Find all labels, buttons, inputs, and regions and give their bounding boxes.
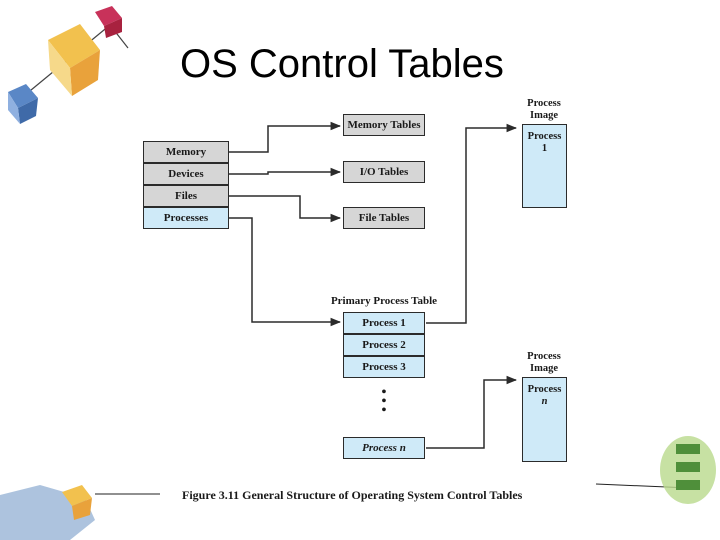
process-image-n-header-line1: Process (527, 351, 561, 362)
file-tables-box: File Tables (343, 207, 425, 229)
memory-cell: Memory (143, 141, 229, 163)
slide-title: OS Control Tables (180, 42, 504, 86)
devices-to-io-tables-line (228, 167, 342, 177)
process-3-row: Process 3 (343, 356, 425, 378)
io-tables-box: I/O Tables (343, 161, 425, 183)
process-image-n-inner-line1: Process (527, 384, 562, 395)
process-image-1-header-line2: Image (530, 110, 558, 121)
hand-clipart-bottom-left (0, 485, 160, 540)
files-cell: Files (143, 185, 229, 207)
memory-tables-box: Memory Tables (343, 114, 425, 136)
green-clipart-bottom-right (595, 436, 716, 504)
processes-to-primary-table-line (228, 217, 342, 327)
process-image-1-inner-line2: 1 (541, 143, 548, 154)
process-1-row: Process 1 (343, 312, 425, 334)
process-image-n: Process Image Process n (521, 351, 567, 463)
process-2-row: Process 2 (343, 334, 425, 356)
process-image-n-box: Process n (522, 377, 567, 462)
processes-cell: Processes (143, 207, 229, 229)
figure-caption: Figure 3.11 General Structure of Operati… (182, 488, 523, 502)
process-image-1-inner-line1: Process (527, 131, 562, 142)
process-image-n-inner-line2: n (541, 396, 548, 407)
process1-to-image1-line (426, 123, 518, 324)
process-n-row: Process n (343, 437, 425, 459)
process-image-1: Process Image Process 1 (521, 98, 567, 210)
files-to-file-tables-line (228, 195, 342, 223)
memory-to-memory-tables-line (228, 121, 342, 153)
processn-to-imagen-line (426, 375, 518, 449)
process-image-n-header-line2: Image (530, 363, 558, 374)
process-image-1-box: Process 1 (522, 124, 567, 208)
ellipsis-dots: • • • (381, 385, 387, 418)
process-image-1-header-line1: Process (527, 98, 561, 109)
primary-process-table-label: Primary Process Table (330, 295, 438, 307)
cubes-clipart-top-left (8, 6, 129, 124)
devices-cell: Devices (143, 163, 229, 185)
